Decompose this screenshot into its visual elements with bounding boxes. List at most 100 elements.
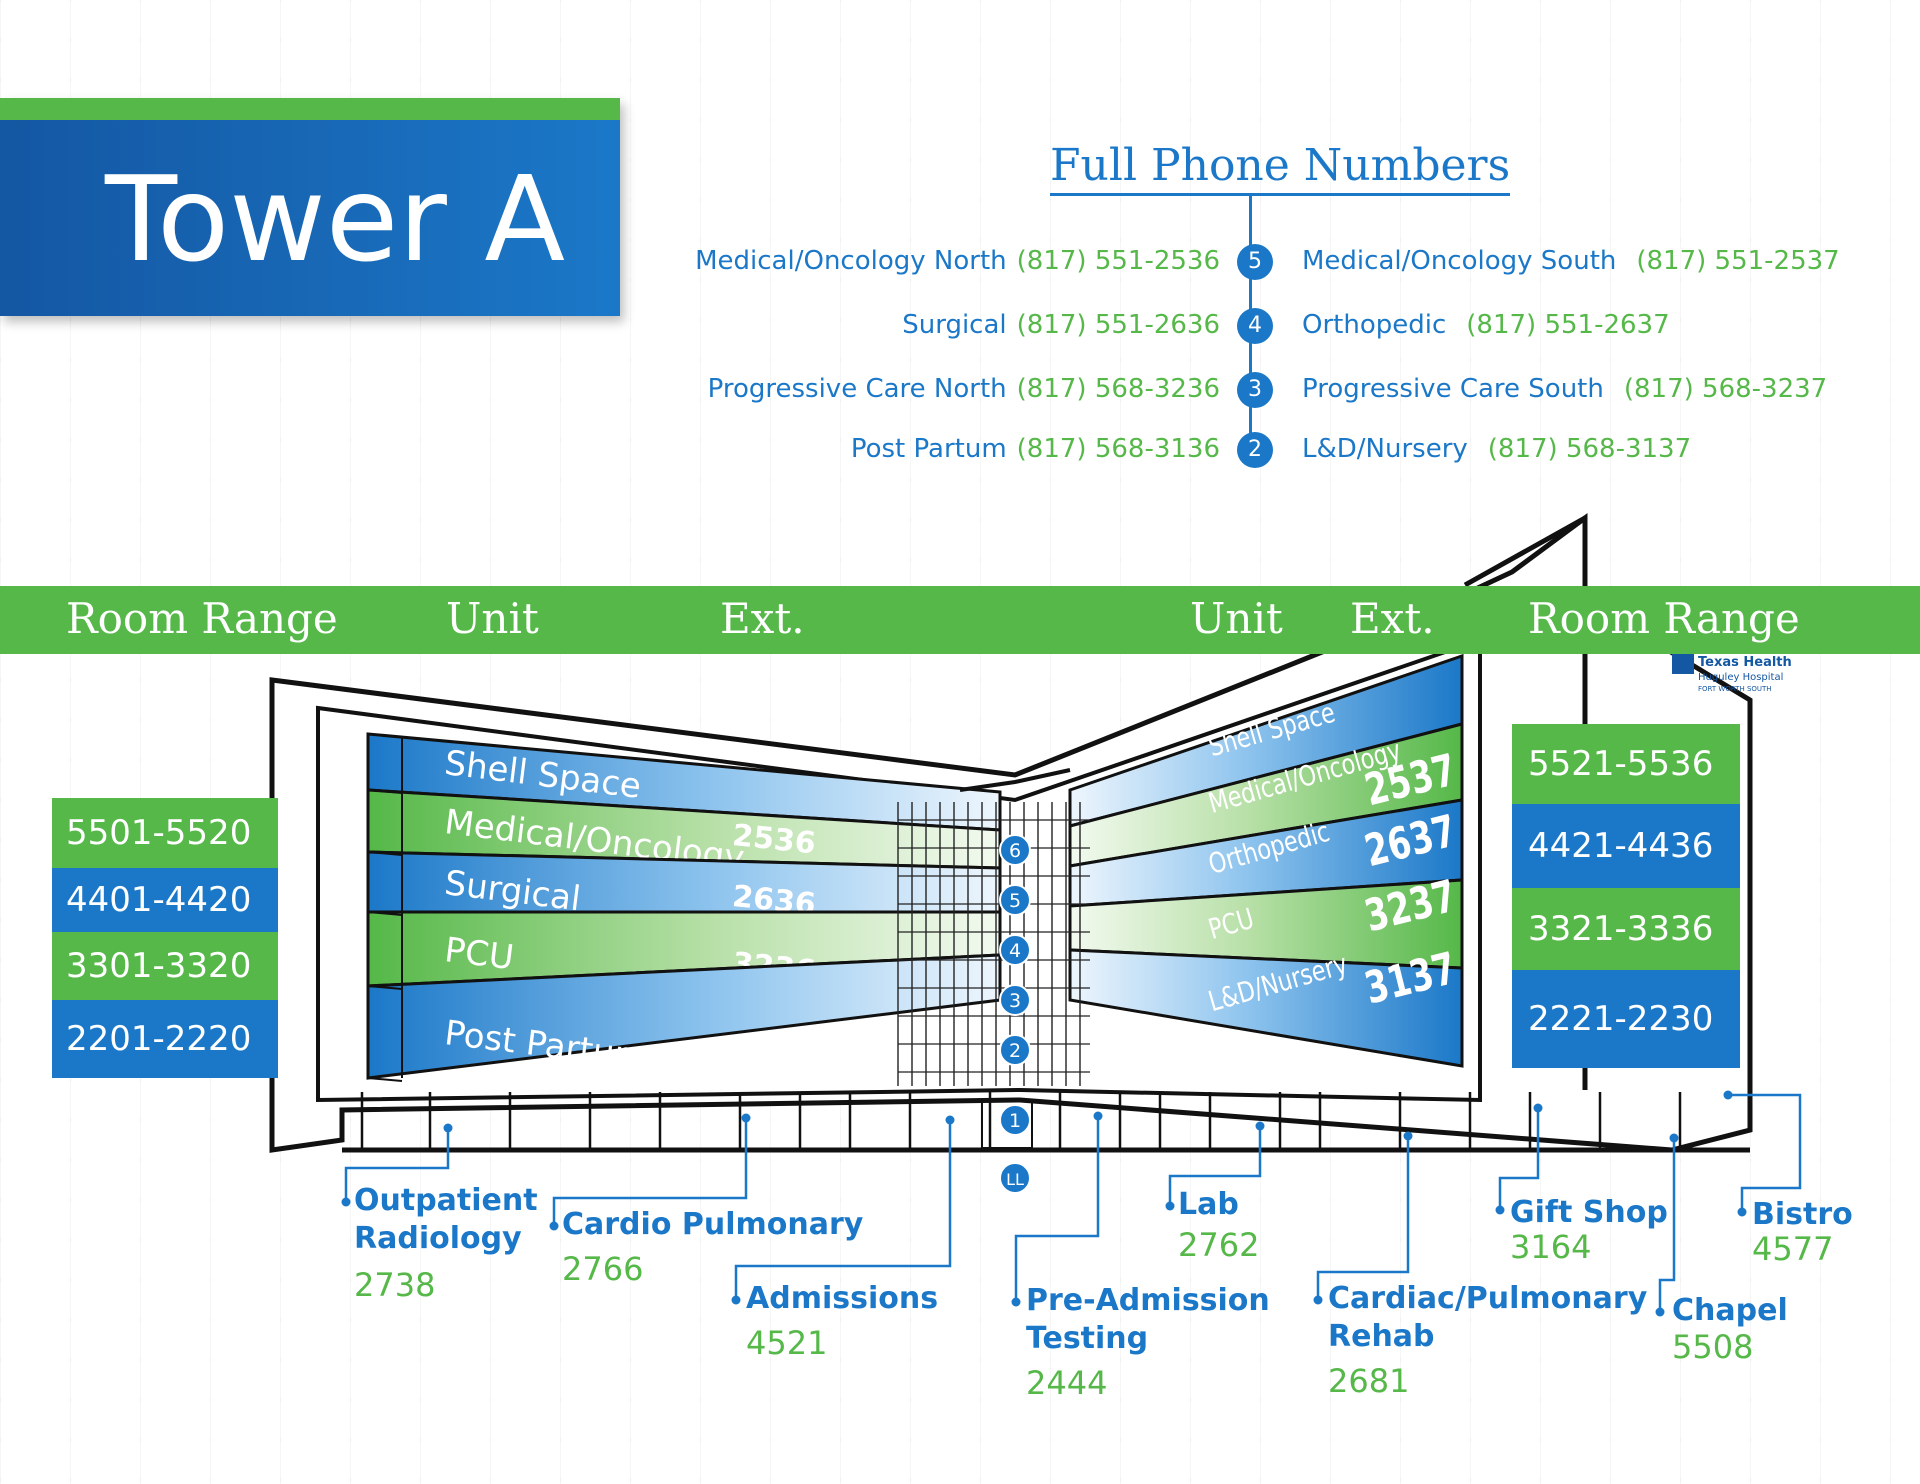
floor-number: 2	[1009, 1040, 1021, 1062]
ground-dept-name: Admissions	[746, 1280, 938, 1318]
ground-dept-ext: 2681	[1328, 1362, 1410, 1400]
leader-line	[552, 1118, 748, 1226]
leader-line	[1014, 1116, 1100, 1302]
leader-dot	[945, 1115, 955, 1125]
ground-dept-ext: 5508	[1672, 1328, 1754, 1366]
phone-unit-name: Progressive Care North	[707, 374, 1007, 404]
leader-dot	[549, 1221, 559, 1231]
ground-dept-ext: 2444	[1026, 1364, 1108, 1402]
leader-dot	[1737, 1207, 1747, 1217]
floor-badge	[999, 1104, 1031, 1136]
phone-number: (817) 568-3236	[1016, 374, 1220, 404]
leader-dot	[1495, 1205, 1505, 1215]
ground-dept-ext: 4521	[746, 1324, 828, 1362]
floor-badge	[999, 984, 1031, 1016]
mullion	[367, 911, 403, 916]
ground-dept-name: Chapel	[1672, 1292, 1788, 1330]
phone-number: (817) 551-2636	[1016, 310, 1220, 340]
leader-line	[734, 1120, 952, 1300]
ground-dept-name-line: Outpatient	[354, 1183, 538, 1218]
floor-badge	[999, 834, 1031, 866]
left-unit-ext: 2536	[731, 818, 818, 862]
mullion	[367, 789, 403, 794]
hospital-logo: Texas Health Huguley Hospital FORT WORTH…	[1672, 652, 1792, 693]
phone-unit-name: L&D/Nursery	[1302, 434, 1468, 464]
logo-line2: Huguley Hospital	[1698, 672, 1783, 683]
leader-dot	[1313, 1295, 1323, 1305]
ground-dept-name: Gift Shop	[1510, 1194, 1668, 1232]
floor-badge: 3	[1237, 372, 1273, 408]
phone-unit-name: Post Partum	[850, 434, 1007, 464]
logo-cross-icon	[1672, 652, 1694, 674]
room-range-right: 4421-4436	[1512, 804, 1740, 888]
floor-badge	[999, 1162, 1031, 1194]
right-floor-band	[1068, 948, 1464, 1068]
title-accent-bar	[0, 98, 620, 120]
page-title: Tower A	[105, 150, 566, 288]
leader-dot	[1669, 1133, 1679, 1143]
leader-dot	[1093, 1111, 1103, 1121]
floor-number: LL	[1006, 1170, 1024, 1189]
phone-list-title: Full Phone Numbers	[1050, 140, 1511, 196]
ground-dept-name: Lab	[1178, 1186, 1239, 1224]
leader-dot	[1533, 1103, 1543, 1113]
ground-dept-ext: 3164	[1510, 1228, 1592, 1266]
header-ext-left: Ext.	[720, 594, 805, 643]
floor-number: 6	[1009, 840, 1021, 862]
phone-row-right: L&D/Nursery (817) 568-3137	[1302, 434, 1691, 474]
right-wing-floors: Shell SpaceMedical/Oncology2537Orthopedi…	[1068, 653, 1464, 1068]
leader-line	[1168, 1126, 1262, 1206]
title-panel	[0, 98, 620, 316]
room-range-right: 2221-2230	[1512, 970, 1740, 1068]
room-range-left: 4401-4420	[52, 868, 278, 932]
header-room-range-right: Room Range	[1528, 594, 1800, 643]
ground-dept-name-line: Rehab	[1328, 1319, 1435, 1354]
ground-dept-name-line: Chapel	[1672, 1293, 1788, 1328]
floor-number: 5	[1009, 890, 1021, 912]
ground-dept-name-line: Pre-Admission	[1026, 1283, 1270, 1318]
mullion	[367, 985, 403, 990]
phone-row-left: Post Partum (817) 568-3136	[560, 434, 1220, 474]
floor-number: 3	[1009, 990, 1021, 1012]
floor-indicators: 6 5 4 3 2 1LL	[999, 834, 1031, 1194]
phone-number: (817) 551-2637	[1466, 310, 1670, 340]
left-unit-name: PCU	[442, 930, 516, 978]
floor-badge: 5	[1237, 244, 1273, 280]
phone-number: (817) 551-2536	[1016, 246, 1220, 276]
ground-dept-ext: 2738	[354, 1266, 436, 1304]
mullion	[367, 1077, 403, 1082]
ground-dept-name-line: Bistro	[1752, 1197, 1853, 1232]
floor-number: 1	[1009, 1110, 1021, 1132]
room-range-left: 5501-5520	[52, 798, 278, 868]
ground-dept-ext: 2766	[562, 1250, 644, 1288]
leader-line	[344, 1128, 450, 1202]
floor-number: 4	[1009, 940, 1021, 962]
phone-number: (817) 568-3136	[1016, 434, 1220, 464]
leader-line	[1658, 1138, 1676, 1312]
floor-badge	[999, 934, 1031, 966]
leader-dot	[731, 1295, 741, 1305]
leader-dot	[1255, 1121, 1265, 1131]
room-range-right: 5521-5536	[1512, 724, 1740, 804]
leader-dot	[341, 1197, 351, 1207]
ground-dept-name-line: Lab	[1178, 1187, 1239, 1222]
ground-dept-ext: 4577	[1752, 1230, 1834, 1268]
phone-row-left: Surgical (817) 551-2636	[560, 310, 1220, 350]
leader-line	[1498, 1108, 1540, 1210]
ground-dept-name: Bistro	[1752, 1196, 1853, 1234]
phone-row-left: Medical/Oncology North(817) 551-2536	[560, 246, 1220, 286]
ground-floor-leaders	[341, 1090, 1802, 1317]
leader-dot	[741, 1113, 751, 1123]
phone-number: (817) 568-3137	[1487, 434, 1692, 464]
room-range-left: 3301-3320	[52, 932, 278, 1000]
room-range-right: 3321-3336	[1512, 888, 1740, 970]
phone-unit-name: Surgical	[902, 310, 1007, 340]
floor-badge	[999, 1034, 1031, 1066]
floor-badge: 2	[1237, 432, 1273, 468]
phone-unit-name: Medical/Oncology South	[1302, 246, 1617, 276]
leader-dot	[1011, 1297, 1021, 1307]
leader-dot	[1723, 1090, 1733, 1100]
phone-row-right: Progressive Care South(817) 568-3237	[1302, 374, 1827, 414]
